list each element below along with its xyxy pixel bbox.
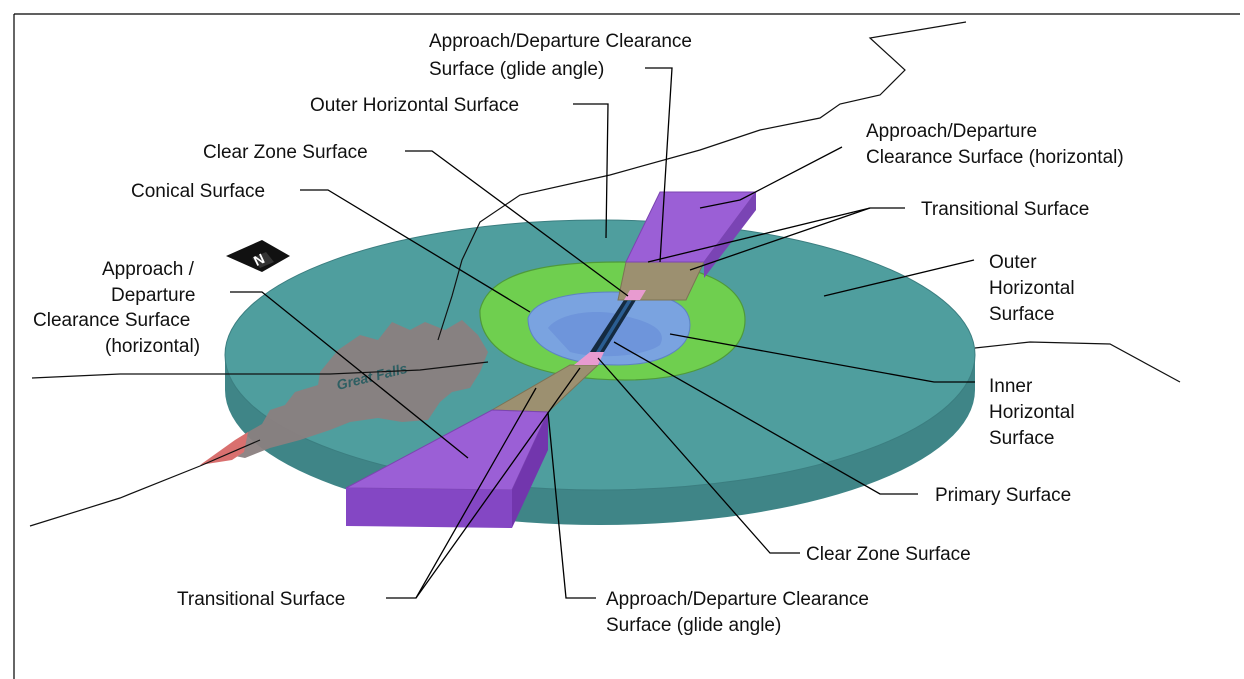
label-inner-horizontal-line1: Inner	[989, 376, 1033, 397]
leader-approach-horiz-left	[230, 291, 469, 459]
leader-transitional-bottom-2	[415, 367, 581, 599]
label-outer-horizontal-top: Outer Horizontal Surface	[310, 95, 519, 116]
leader-transitional-right-2	[689, 207, 871, 271]
label-approach-glide-top-line2: Surface (glide angle)	[429, 59, 604, 80]
label-approach-horiz-right-line2: Clearance Surface (horizontal)	[866, 147, 1124, 168]
leader-approach-glide-top	[645, 67, 673, 263]
label-approach-horiz-right-line1: Approach/Departure	[866, 121, 1037, 142]
leader-approach-glide-bottom	[547, 411, 596, 599]
leader-primary	[613, 341, 918, 495]
leader-clear-zone-bottom	[597, 357, 800, 554]
leader-approach-horiz-right	[699, 146, 843, 209]
label-transitional-bottom: Transitional Surface	[177, 589, 345, 610]
label-outer-horizontal-right-line3: Surface	[989, 304, 1054, 325]
label-approach-glide-bottom-line1: Approach/Departure Clearance	[606, 589, 869, 610]
primary-surface	[590, 300, 636, 352]
label-clear-zone-bottom: Clear Zone Surface	[806, 544, 971, 565]
label-primary: Primary Surface	[935, 485, 1071, 506]
leader-outer-horizontal-top	[573, 103, 609, 239]
label-approach-glide-bottom-line2: Surface (glide angle)	[606, 615, 781, 636]
approach-horizontal-surface-north	[625, 191, 757, 278]
label-outer-horizontal-right-line2: Horizontal	[989, 278, 1075, 299]
label-inner-horizontal-line3: Surface	[989, 428, 1054, 449]
label-transitional-right: Transitional Surface	[921, 199, 1089, 220]
label-approach-horiz-left-line4: (horizontal)	[105, 336, 200, 357]
city-area: Great Falls	[200, 320, 488, 465]
label-conical: Conical Surface	[131, 181, 265, 202]
leader-outer-horizontal-right	[823, 259, 975, 297]
label-approach-horiz-left-line3: Clearance Surface	[33, 310, 190, 331]
map-roads	[29, 21, 1181, 527]
label-approach-horiz-left-line2: Departure	[111, 285, 196, 306]
leader-lines	[230, 67, 975, 599]
clear-zone-surfaces	[574, 290, 646, 365]
leader-clear-zone-top	[405, 150, 629, 297]
labels: Approach/Departure Clearance Surface (gl…	[33, 31, 1124, 636]
label-clear-zone-top: Clear Zone Surface	[203, 142, 368, 163]
label-outer-horizontal-right-line1: Outer	[989, 252, 1037, 273]
label-inner-horizontal-line2: Horizontal	[989, 402, 1075, 423]
north-arrow-icon: N	[226, 240, 290, 272]
label-approach-horiz-left-line1: Approach /	[102, 259, 195, 280]
leader-inner-horizontal	[669, 333, 975, 383]
leader-conical	[300, 189, 531, 313]
label-approach-glide-top-line1: Approach/Departure Clearance	[429, 31, 692, 52]
approach-horizontal-surface-south	[345, 409, 549, 528]
